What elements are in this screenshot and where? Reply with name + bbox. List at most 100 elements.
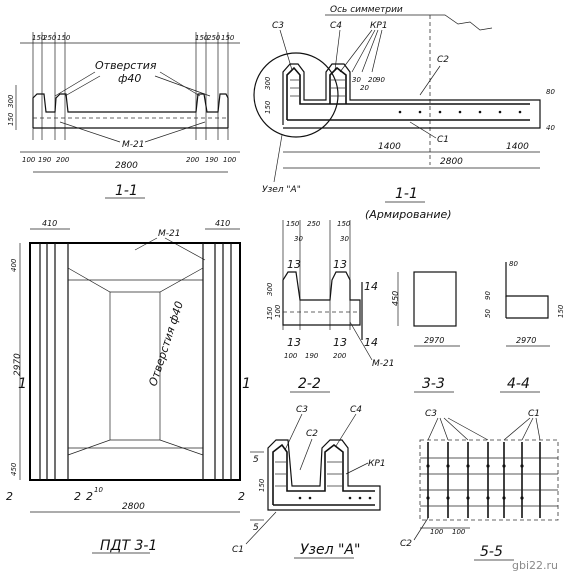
dim-top-150b: 150 <box>337 220 351 228</box>
mark-5-top: 5 <box>253 455 259 465</box>
dim-small-30b: 30 <box>340 235 349 243</box>
label-c3: С3 <box>272 21 284 31</box>
section-title: 5-5 <box>480 544 503 560</box>
dim-410-right: 410 <box>215 219 230 228</box>
label-c1: С1 <box>528 409 540 419</box>
mark-13-b: 13 <box>333 258 347 271</box>
label-c4: С4 <box>350 405 362 415</box>
dim-left-150: 150 <box>264 100 272 114</box>
dim-bottom-2: 190 <box>38 156 52 164</box>
overall-length: 2800 <box>115 161 138 171</box>
dim-bottom-1: 100 <box>22 156 36 164</box>
dim-top-4: 150 <box>195 34 209 42</box>
plan-mesh-label: М-21 <box>158 229 180 239</box>
top-dim-80: 80 <box>509 260 518 268</box>
length-2970: 2970 <box>424 336 444 345</box>
right-dim-40: 40 <box>546 124 555 132</box>
small-dim-20b: 20 <box>368 76 377 84</box>
dim-bottom-190: 190 <box>305 352 319 360</box>
section-title: 2-2 <box>298 376 321 392</box>
dim-400: 400 <box>10 258 18 272</box>
dim-bottom-4: 200 <box>186 156 200 164</box>
node-a-label: Узел "А" <box>262 185 301 195</box>
mark-13-a: 13 <box>287 258 301 271</box>
dim-top-1: 150 <box>32 34 46 42</box>
label-kr1: КР1 <box>370 21 388 31</box>
dim-left-50: 50 <box>484 309 492 318</box>
section-subtitle: (Армирование) <box>365 208 452 221</box>
label-c2: С2 <box>400 539 412 549</box>
label-c1: С1 <box>232 545 244 555</box>
mark-13-d: 13 <box>333 336 347 349</box>
mark-13-c: 13 <box>287 336 301 349</box>
dim-left-300: 300 <box>264 76 272 90</box>
dim-450: 450 <box>10 462 18 476</box>
dim-top-5: 250 <box>207 34 221 42</box>
symmetry-axis-label: Ось симметрии <box>330 5 403 15</box>
dim-100-b: 100 <box>452 528 466 536</box>
overall-length: 2800 <box>440 157 463 167</box>
section-title: 3-3 <box>422 376 445 392</box>
dim-bottom-3: 200 <box>56 156 70 164</box>
label-c3: С3 <box>425 409 437 419</box>
dim-150: 150 <box>258 478 266 492</box>
dim-left-90: 90 <box>484 291 492 300</box>
section-1-1-outline: 150 250 150 150 250 150 Отверстия ф40 30… <box>7 32 240 199</box>
dim-bottom-100: 100 <box>284 352 298 360</box>
section-title: 4-4 <box>507 376 530 392</box>
length-2970: 2970 <box>516 336 536 345</box>
dim-top-6: 150 <box>221 34 235 42</box>
mark-14-a: 14 <box>364 280 378 293</box>
plan-width: 2800 <box>122 502 145 512</box>
section-marker-2-right: 2 <box>238 490 245 503</box>
dim-bottom-200: 200 <box>333 352 347 360</box>
right-dim-80: 80 <box>546 88 555 96</box>
label-kr1: КР1 <box>368 459 386 469</box>
plan-view: 410 410 М-21 Отверстия ф40 400 450 2 <box>6 219 251 554</box>
node-a-detail: С3 С4 С2 КР1 5 5 150 С1 Узел "А" <box>232 405 386 559</box>
section-marker-2-arrow-right: 2 <box>86 490 93 503</box>
dim-top-150a: 150 <box>286 220 300 228</box>
section-3-3: 450 2970 3-3 <box>391 271 460 393</box>
label-c4: С4 <box>330 21 342 31</box>
right-dim-150: 150 <box>557 304 565 318</box>
section-marker-1-left: 1 <box>18 376 27 392</box>
holes-label: Отверстия <box>95 59 157 72</box>
section-marker-2-left: 2 <box>6 490 13 503</box>
label-c2: С2 <box>437 55 449 65</box>
dim-left-150: 150 <box>7 112 15 126</box>
small-dim-20a: 20 <box>360 84 369 92</box>
label-c3: С3 <box>296 405 308 415</box>
dim-small-30a: 30 <box>294 235 303 243</box>
plan-height: 2970 <box>13 353 23 376</box>
mark-14-b: 14 <box>364 336 378 349</box>
node-title: Узел "А" <box>300 542 360 558</box>
watermark: gbi22.ru <box>512 559 558 572</box>
section-4-4: 80 50 90 150 2970 4-4 <box>484 260 565 393</box>
small-dim-10: 10 <box>94 486 103 494</box>
span-right: 1400 <box>506 142 529 152</box>
section-marker-2-arrow-left: 2 <box>74 490 81 503</box>
plan-title: ПДТ 3-1 <box>100 538 157 554</box>
label-c1: С1 <box>437 135 449 145</box>
small-dim-90: 90 <box>376 76 385 84</box>
section-title: 1-1 <box>395 186 418 202</box>
section-title: 1-1 <box>115 183 138 199</box>
dim-left-150: 150 <box>266 306 274 320</box>
dim-top-2: 250 <box>43 34 57 42</box>
dim-left-300: 300 <box>266 282 274 296</box>
label-c2: С2 <box>306 429 318 439</box>
holes-diameter: ф40 <box>118 72 141 85</box>
section-marker-1-right: 1 <box>242 376 251 392</box>
small-dim-30: 30 <box>352 76 361 84</box>
dim-left-300: 300 <box>7 94 15 108</box>
section-1-1-reinforcement: Ось симметрии С3 С4 КР1 С2 30 <box>253 5 555 221</box>
mark-5-bottom: 5 <box>253 523 259 533</box>
dim-top-3: 150 <box>57 34 71 42</box>
dim-bottom-6: 100 <box>223 156 237 164</box>
plan-holes-label: Отверстия ф40 <box>146 300 186 388</box>
dim-top-250: 250 <box>307 220 321 228</box>
span-left: 1400 <box>378 142 401 152</box>
